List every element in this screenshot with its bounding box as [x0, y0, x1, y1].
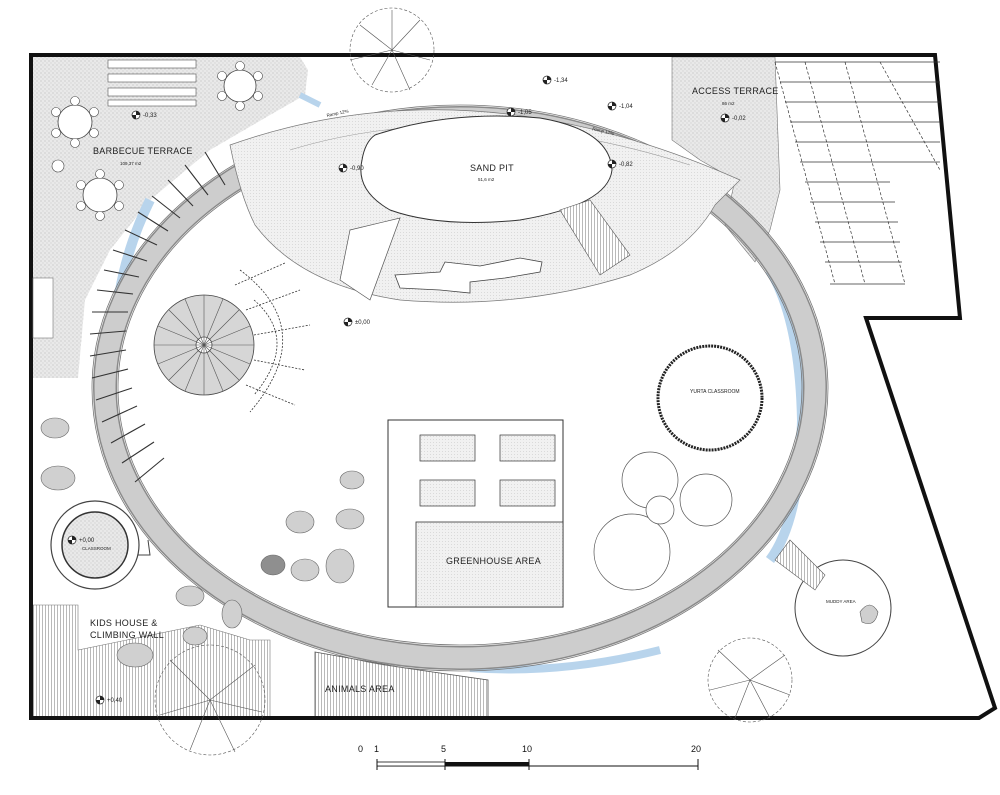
label-sand-pit-area: 51,6 m2	[478, 177, 495, 182]
level-bbq: -0,33	[143, 113, 157, 119]
tree-top	[349, 7, 435, 93]
label-kids-house-2: CLIMBING WALL	[90, 630, 164, 640]
bbq-table-1	[217, 61, 263, 111]
level-sand-right: -0,82	[619, 162, 633, 168]
label-barbecue-terrace: BARBECUE TERRACE	[93, 146, 193, 156]
play-circles	[593, 451, 733, 591]
scale-label-5: 5	[441, 744, 446, 754]
bbq-side-block	[32, 277, 54, 339]
level-markers: -0,33 -1,34 -1,05 -1,04 -0,02 -0,90 -0,8…	[67, 75, 746, 705]
label-ramp-right: Ramp 12%	[592, 126, 615, 136]
label-kids-house-1: KIDS HOUSE &	[90, 618, 158, 628]
scale-label-10: 10	[522, 744, 532, 754]
label-barbecue-area: 109,37 m2	[120, 161, 142, 166]
pergola-ribs	[89, 151, 226, 483]
bbq-table-2	[51, 96, 99, 148]
scale-label-1: 1	[374, 744, 379, 754]
stepped-ramp	[559, 199, 631, 276]
label-yurta-classroom: YURTA CLASSROOM	[690, 389, 740, 395]
ramp-wall-left	[339, 217, 401, 301]
access-pergola	[774, 61, 941, 285]
stepping-stones	[40, 417, 365, 668]
level-center: ±0,00	[355, 320, 371, 326]
level-small-circle: +0,00	[79, 538, 95, 544]
site-boundary	[29, 53, 998, 720]
sand-pit	[360, 115, 613, 223]
access-terrace-paving	[671, 56, 781, 263]
bbq-table-3	[76, 169, 124, 221]
level-sand-left: -0,90	[350, 166, 364, 172]
ring-path-outer-edge	[91, 104, 829, 672]
yurta-classroom	[656, 344, 764, 452]
bbq-stool	[51, 159, 65, 173]
muddy-area	[774, 539, 892, 657]
label-ramp-left: Ramp 12%	[326, 108, 349, 118]
level-top-path-left: -1,34	[554, 78, 568, 84]
greenhouse-block	[387, 419, 564, 608]
radial-structure	[153, 262, 311, 413]
label-muddy-area: MUDDY AREA	[826, 599, 856, 604]
level-top-path-mid: -1,05	[518, 110, 532, 116]
label-access-terrace-area: 86 m2	[722, 101, 735, 106]
tree-bottom-left	[154, 644, 266, 756]
small-classroom	[50, 500, 151, 590]
scale-label-0: 0	[358, 744, 363, 754]
scale-bar: 0 1 5 10 20	[358, 744, 701, 770]
level-top-path-right: -1,04	[619, 104, 633, 110]
log-seat	[394, 257, 543, 294]
level-access: -0,02	[732, 116, 746, 122]
label-sand-pit: SAND PIT	[470, 163, 514, 173]
label-animals-area: ANIMALS AREA	[325, 684, 395, 694]
tree-bottom-right	[707, 637, 793, 723]
label-small-classroom: CLASSROOM	[82, 546, 111, 551]
barbecue-terrace-paving	[33, 57, 308, 378]
label-greenhouse-area: GREENHOUSE AREA	[446, 556, 541, 566]
scale-label-20: 20	[691, 744, 701, 754]
label-access-terrace: ACCESS TERRACE	[692, 86, 779, 96]
level-kids: +0,40	[107, 698, 123, 704]
bbq-benches	[107, 59, 197, 107]
animals-area-paving	[314, 651, 489, 719]
